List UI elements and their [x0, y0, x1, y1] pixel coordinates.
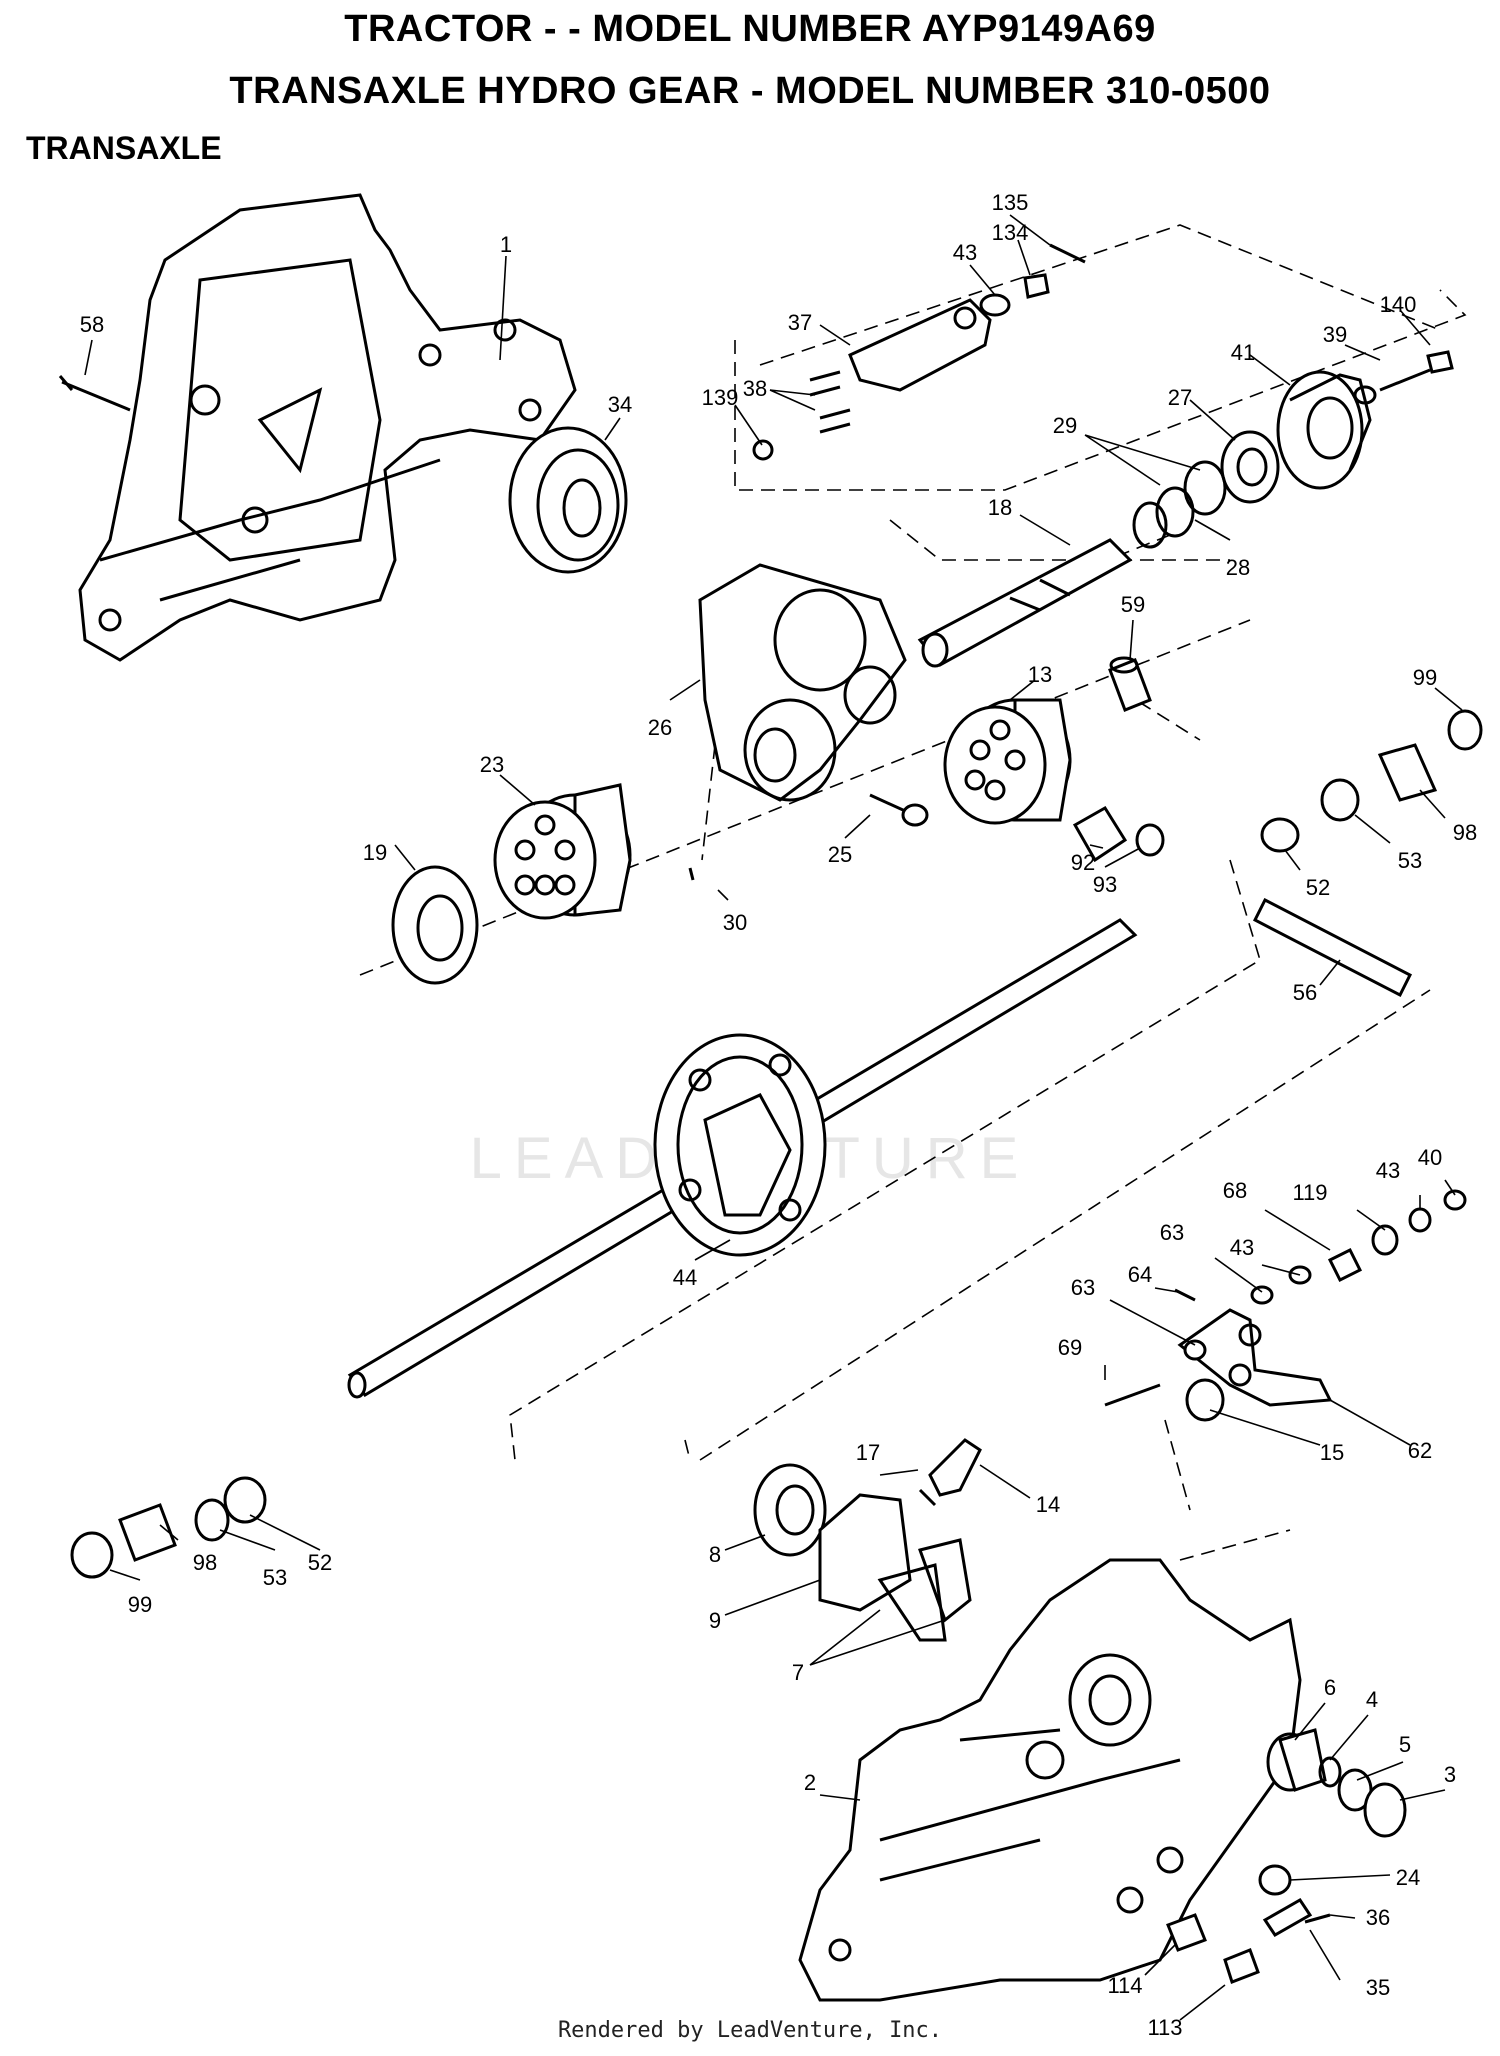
washer-stack-left-part: [70, 1476, 267, 1579]
callout-93: 93: [1093, 872, 1117, 897]
spring-92-part: [1072, 805, 1165, 863]
callout-28: 28: [1226, 555, 1250, 580]
callout-53-top: 53: [1398, 848, 1422, 873]
callout-7: 7: [792, 1660, 804, 1685]
swashplate-parts: [753, 1438, 982, 1642]
callout-36: 36: [1366, 1905, 1390, 1930]
seal-27-part: [1132, 430, 1280, 549]
leader-lines: [84, 214, 1463, 2021]
callout-140: 140: [1380, 292, 1417, 317]
callout-43-right: 43: [1376, 1158, 1400, 1183]
left-housing-part: [78, 193, 577, 662]
callout-27: 27: [1168, 385, 1192, 410]
callout-30: 30: [723, 910, 747, 935]
callout-5: 5: [1399, 1732, 1411, 1757]
fittings-114-113-part: [1166, 1913, 1260, 1984]
callout-23: 23: [480, 752, 504, 777]
pin-59-part: [1108, 656, 1152, 712]
callout-39: 39: [1323, 322, 1347, 347]
callout-3: 3: [1444, 1762, 1456, 1787]
page-title: TRACTOR - - MODEL NUMBER AYP9149A69: [344, 8, 1156, 50]
callout-44: 44: [673, 1265, 697, 1290]
callout-135: 135: [992, 190, 1029, 215]
cylinder-block-13-part: [943, 698, 1072, 825]
callout-63-lower: 63: [1071, 1275, 1095, 1300]
cylinder-block-23-part: [493, 783, 632, 920]
callout-134: 134: [992, 220, 1029, 245]
callout-2: 2: [804, 1770, 816, 1795]
pulley-41-part: [1276, 350, 1454, 490]
callout-99-top: 99: [1413, 665, 1437, 690]
ring-gear-44-part: [653, 1033, 827, 1257]
callout-62: 62: [1408, 1438, 1432, 1463]
callout-53-bottom: 53: [263, 1565, 287, 1590]
callout-68: 68: [1223, 1178, 1247, 1203]
callout-119: 119: [1292, 1180, 1327, 1205]
callout-26: 26: [648, 715, 672, 740]
bracket-37-part: [752, 298, 992, 461]
footer-credit: Rendered by LeadVenture, Inc.: [557, 2018, 943, 2043]
callout-38: 38: [743, 376, 767, 401]
center-plate-26-part: [698, 563, 907, 802]
callout-69: 69: [1058, 1335, 1082, 1360]
callout-52-bottom: 52: [308, 1550, 332, 1575]
callout-99-bottom: 99: [128, 1592, 152, 1617]
callout-98-top: 98: [1453, 820, 1477, 845]
callout-29: 29: [1053, 413, 1077, 438]
shaft-18-part: [917, 538, 1133, 668]
callout-13: 13: [1028, 662, 1052, 687]
callout-58: 58: [80, 312, 104, 337]
callout-92: 92: [1071, 850, 1095, 875]
callout-52-top: 52: [1306, 875, 1330, 900]
bolt-58-part: [58, 375, 131, 412]
callout-56: 56: [1293, 980, 1317, 1005]
callout-labels: 1 58 34 43 134 135 37 38 139 41 39 140 2…: [80, 190, 1477, 2040]
callout-64: 64: [1128, 1262, 1152, 1287]
pin-25-part: [688, 793, 929, 881]
shaft-56-part: [1252, 897, 1413, 998]
ring-34-part: [508, 426, 628, 574]
callout-19: 19: [363, 840, 387, 865]
callout-1: 1: [500, 232, 512, 257]
callout-24: 24: [1396, 1865, 1420, 1890]
callout-17: 17: [856, 1440, 880, 1465]
callout-41: 41: [1231, 340, 1255, 365]
callout-8: 8: [709, 1542, 721, 1567]
callout-113: 113: [1147, 2015, 1182, 2040]
thrust-bearing-19-part: [391, 865, 479, 985]
bearing-seal-right-part: [1258, 1728, 1407, 1937]
callout-34: 34: [608, 392, 632, 417]
linkage-62-part: [1104, 1189, 1467, 1422]
callout-37: 37: [788, 310, 812, 335]
callout-25: 25: [828, 842, 852, 867]
callout-40: 40: [1418, 1145, 1442, 1170]
callout-15: 15: [1320, 1440, 1344, 1465]
callout-9: 9: [709, 1608, 721, 1633]
callout-59: 59: [1121, 592, 1145, 617]
callout-14: 14: [1036, 1492, 1060, 1517]
callout-114: 114: [1107, 1973, 1142, 1998]
callout-139: 139: [702, 385, 739, 410]
page-subtitle: TRANSAXLE HYDRO GEAR - MODEL NUMBER 310-…: [229, 70, 1271, 112]
nut-43-top-part: [979, 243, 1086, 317]
callout-18: 18: [988, 495, 1012, 520]
callout-43-mid: 43: [1230, 1235, 1254, 1260]
callout-4: 4: [1366, 1687, 1378, 1712]
callout-98-bottom: 98: [193, 1550, 217, 1575]
washer-52-right-part: [1260, 709, 1483, 853]
callout-35: 35: [1366, 1975, 1390, 2000]
callout-63-upper: 63: [1160, 1220, 1184, 1245]
right-housing-part: [798, 1558, 1302, 2002]
section-heading: TRANSAXLE: [26, 130, 222, 166]
callout-43: 43: [953, 240, 977, 265]
callout-6: 6: [1324, 1675, 1336, 1700]
